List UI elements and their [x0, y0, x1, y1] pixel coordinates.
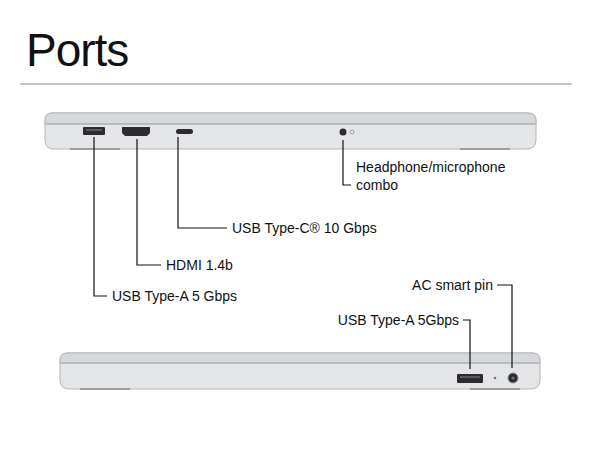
laptop-left-side: [45, 113, 536, 149]
port-label: USB Type-A 5Gbps: [338, 311, 459, 329]
port-label: USB Type-A 5 Gbps: [112, 287, 237, 305]
page-title: Ports: [26, 24, 128, 76]
port-label: USB Type-C® 10 Gbps: [232, 219, 377, 237]
port-label: AC smart pin: [412, 276, 493, 294]
laptop-right-side: [60, 353, 540, 389]
port-label: HDMI 1.4b: [166, 256, 233, 274]
port-label: Headphone/microphone combo: [356, 158, 528, 194]
title-rule: [20, 84, 572, 85]
